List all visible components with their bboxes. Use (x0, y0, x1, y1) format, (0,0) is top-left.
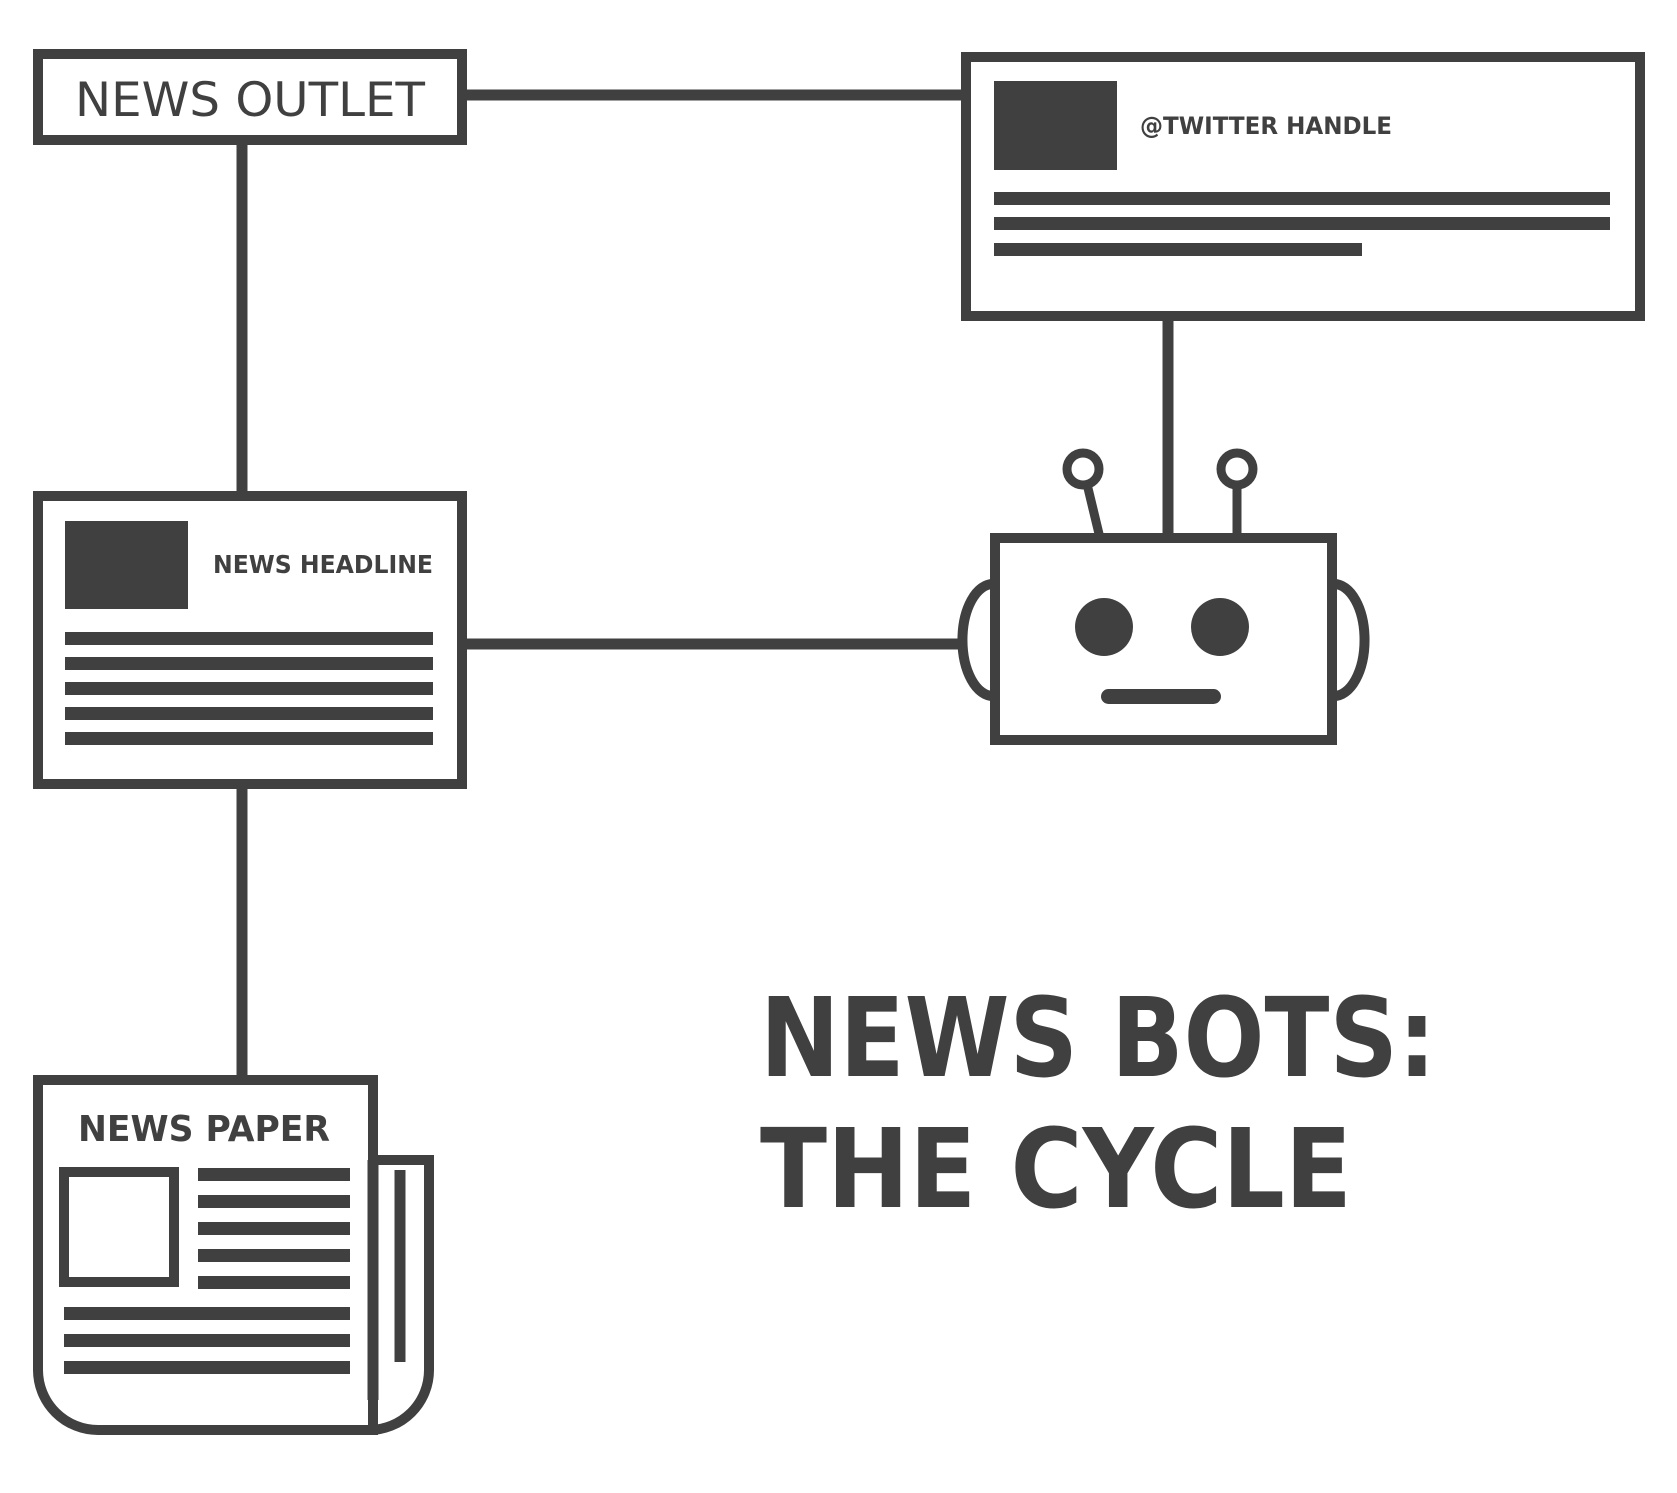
title-line-1: NEWS BOTS: (760, 974, 1436, 1102)
headline-text-line (65, 732, 433, 745)
headline-text-line (65, 682, 433, 695)
headline-text-line (65, 707, 433, 720)
tweet-handle-label: @TWITTER HANDLE (1140, 112, 1392, 140)
newspaper-text-line (64, 1307, 350, 1320)
robot-left-antenna (1082, 482, 1105, 540)
newspaper-text-line (64, 1334, 350, 1347)
robot-right-ear (1333, 579, 1370, 701)
robot-left-antenna-tip (1062, 448, 1104, 490)
newspaper-photo-frame (59, 1167, 179, 1287)
newspaper-text-line (198, 1168, 350, 1181)
robot-right-eye (1191, 598, 1249, 656)
newspaper-text-line (198, 1222, 350, 1235)
tweet-text-line (994, 217, 1610, 230)
news-outlet-node: NEWS OUTLET (33, 49, 467, 145)
tweet-card-box (961, 52, 1645, 321)
newspaper-text-line (198, 1249, 350, 1262)
newspaper-text-line (198, 1195, 350, 1208)
robot-left-eye (1075, 598, 1133, 656)
tweet-text-line (994, 192, 1610, 205)
tweet-card-node: @TWITTER HANDLE (961, 52, 1645, 321)
newspaper-text-line (198, 1276, 350, 1289)
title-line-2: THE CYCLE (760, 1105, 1352, 1233)
news-headline-label: NEWS HEADLINE (213, 550, 433, 579)
newspaper-node: NEWS PAPER (33, 1075, 434, 1435)
headline-text-line (65, 632, 433, 645)
robot-right-antenna-tip (1216, 448, 1258, 490)
tweet-avatar-placeholder (994, 81, 1117, 170)
robot-icon (957, 448, 1370, 745)
connectors (236, 89, 1174, 1080)
headline-image-placeholder (65, 521, 188, 609)
diagram-title: NEWS BOTS: THE CYCLE (760, 974, 1436, 1233)
news-outlet-box (33, 49, 467, 145)
robot-mouth (1101, 689, 1221, 704)
robot-head (990, 533, 1337, 745)
newspaper-text-line (64, 1361, 350, 1374)
headline-text-line (65, 657, 433, 670)
newspaper-label: NEWS PAPER (78, 1109, 330, 1150)
robot-left-ear (957, 579, 994, 701)
news-headline-node: NEWS HEADLINE (33, 491, 467, 789)
news-outlet-label: NEWS OUTLET (75, 73, 425, 128)
tweet-text-line (994, 243, 1362, 256)
